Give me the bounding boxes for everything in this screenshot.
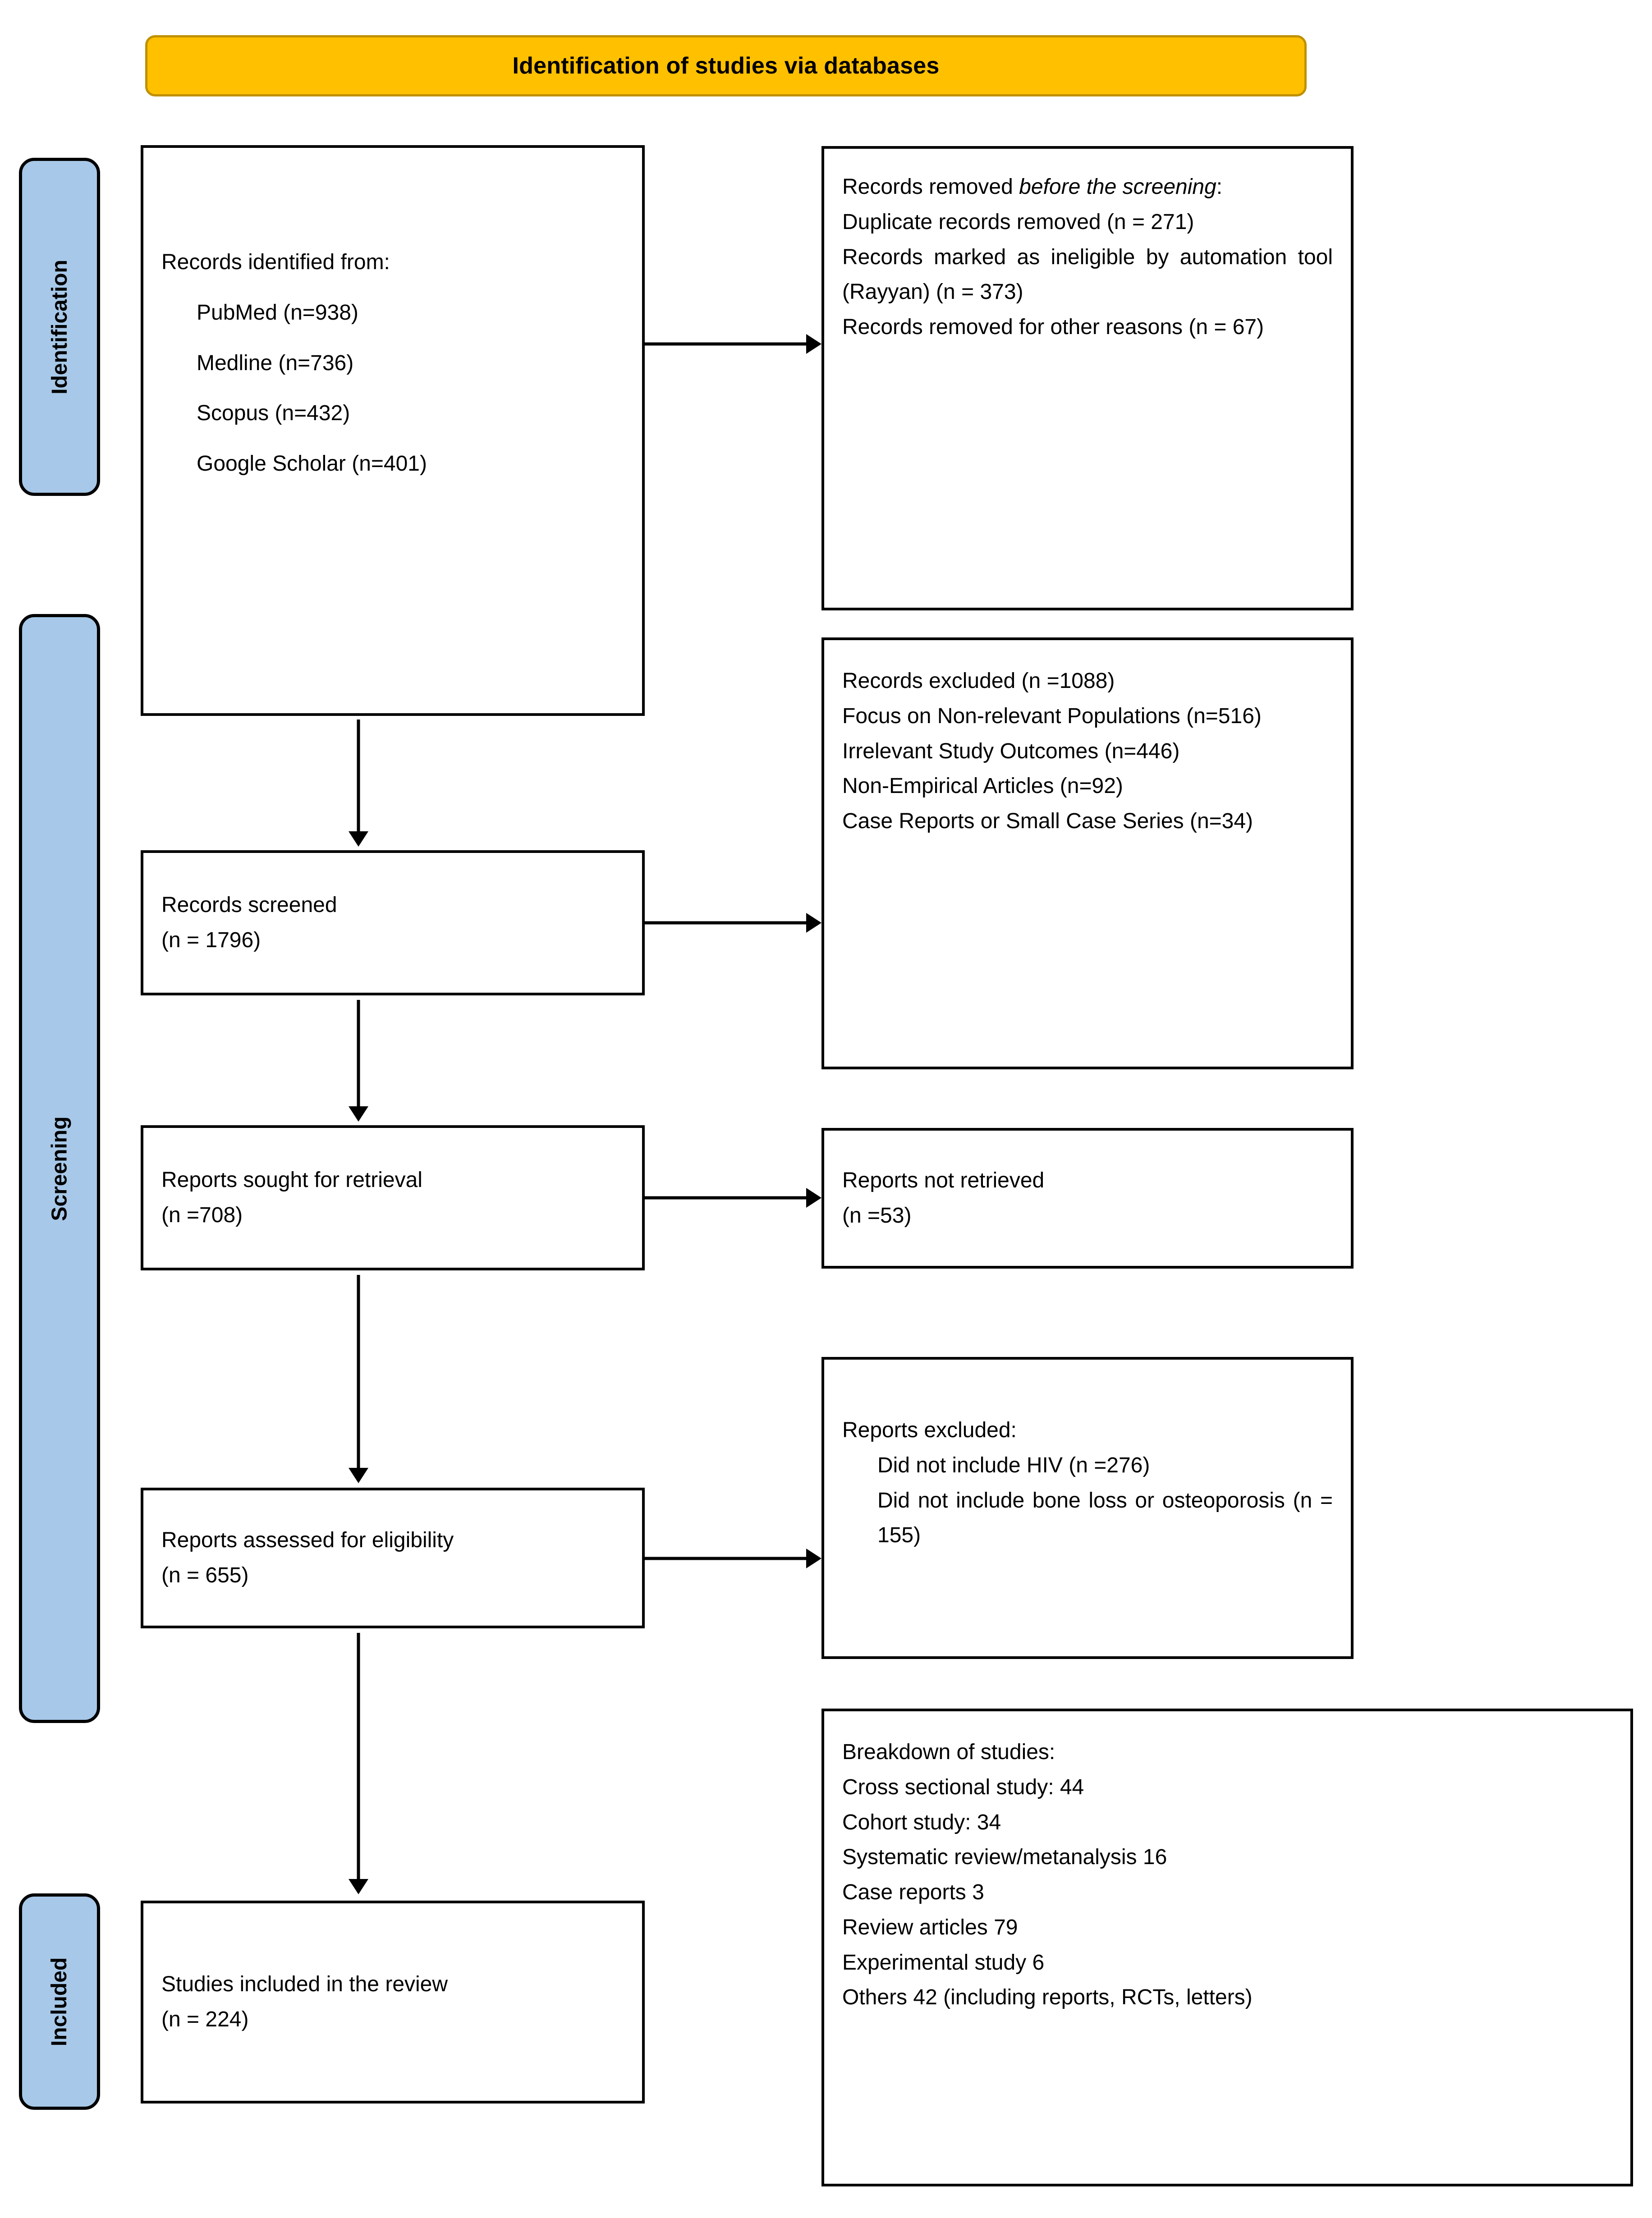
reports-not-retrieved-count: (n =53)	[842, 1204, 912, 1228]
breakdown-item-case-reports: Case reports 3	[842, 1880, 984, 1904]
stage-label-screening: Screening	[19, 614, 100, 1723]
breakdown-item-cohort: Cohort study: 34	[842, 1810, 1001, 1834]
arrow-identified-to-removed	[645, 334, 821, 354]
breakdown-item-experimental: Experimental study 6	[842, 1950, 1045, 1975]
reports-sought-label: Reports sought for retrieval	[161, 1168, 422, 1192]
records-identified-source-medline: Medline (n=736)	[197, 351, 354, 375]
records-identified-source-google-scholar: Google Scholar (n=401)	[197, 452, 427, 476]
arrow-head-right-icon	[806, 913, 821, 933]
records-removed-duplicates: Duplicate records removed (n = 271)	[842, 210, 1194, 234]
breakdown-item-systematic-review: Systematic review/metanalysis 16	[842, 1845, 1167, 1870]
arrow-shaft	[357, 1633, 360, 1879]
reports-not-retrieved-label: Reports not retrieved	[842, 1169, 1045, 1193]
arrow-head-right-icon	[806, 1549, 821, 1568]
box-reports-excluded: Reports excluded: Did not include HIV (n…	[821, 1357, 1354, 1659]
reports-excluded-reason-bone-loss: Did not include bone loss or osteoporosi…	[877, 1488, 1333, 1548]
breakdown-item-cross-sectional: Cross sectional study: 44	[842, 1775, 1084, 1799]
records-removed-other-reasons: Records removed for other reasons (n = 6…	[842, 315, 1264, 339]
arrow-shaft	[357, 1000, 360, 1106]
studies-included-label: Studies included in the review	[161, 1972, 448, 1997]
arrow-reports-sought-to-not-retrieved	[645, 1187, 821, 1208]
arrow-head-down-icon	[349, 831, 368, 847]
box-reports-assessed-for-eligibility: Reports assessed for eligibility (n = 65…	[141, 1488, 645, 1628]
records-excluded-non-empirical: Non-Empirical Articles (n=92)	[842, 774, 1123, 798]
box-records-screened: Records screened (n = 1796)	[141, 850, 645, 995]
records-screened-label: Records screened	[161, 893, 337, 917]
arrow-reports-assessed-to-studies-included	[348, 1633, 369, 1894]
reports-assessed-label: Reports assessed for eligibility	[161, 1528, 454, 1553]
box-records-identified: Records identified from: PubMed (n=938) …	[141, 145, 645, 716]
arrow-head-right-icon	[806, 334, 821, 354]
arrow-head-down-icon	[349, 1879, 368, 1894]
box-records-excluded: Records excluded (n =1088) Focus on Non-…	[821, 637, 1354, 1069]
box-breakdown-of-studies: Breakdown of studies: Cross sectional st…	[821, 1709, 1633, 2186]
box-reports-sought-for-retrieval: Reports sought for retrieval (n =708)	[141, 1125, 645, 1270]
arrow-shaft	[357, 719, 360, 831]
breakdown-heading: Breakdown of studies:	[842, 1740, 1055, 1764]
arrow-reports-assessed-to-reports-excluded	[645, 1548, 821, 1569]
arrow-shaft	[357, 1275, 360, 1468]
arrow-records-screened-to-records-excluded	[645, 912, 821, 933]
arrow-head-down-icon	[349, 1106, 368, 1122]
stage-label-identification-text: Identification	[47, 259, 72, 394]
records-removed-ineligible-automation: Records marked as ineligible by automati…	[842, 245, 1333, 304]
box-records-removed-before-screening: Records removed before the screening: Du…	[821, 146, 1354, 610]
reports-assessed-count: (n = 655)	[161, 1563, 249, 1587]
records-screened-count: (n = 1796)	[161, 928, 261, 952]
records-excluded-nonrelevant-populations: Focus on Non-relevant Populations (n=516…	[842, 704, 1262, 728]
records-removed-heading-tail: :	[1216, 175, 1223, 199]
diagram-header-banner: Identification of studies via databases	[145, 35, 1307, 96]
records-removed-heading-italic: before the screening	[1019, 175, 1216, 199]
breakdown-item-others: Others 42 (including reports, RCTs, lett…	[842, 1985, 1253, 2010]
reports-excluded-heading: Reports excluded:	[842, 1418, 1017, 1442]
box-reports-not-retrieved: Reports not retrieved (n =53)	[821, 1128, 1354, 1269]
arrow-shaft	[645, 1557, 806, 1560]
records-identified-source-pubmed: PubMed (n=938)	[197, 300, 358, 325]
arrow-reports-sought-to-reports-assessed	[348, 1275, 369, 1483]
reports-excluded-reason-hiv: Did not include HIV (n =276)	[877, 1453, 1150, 1477]
box-studies-included: Studies included in the review (n = 224)	[141, 1901, 645, 2103]
arrow-shaft	[645, 342, 806, 346]
stage-label-included: Included	[19, 1893, 100, 2110]
reports-sought-count: (n =708)	[161, 1203, 243, 1227]
banner-title: Identification of studies via databases	[512, 53, 940, 79]
records-removed-heading: Records removed before the screening:	[842, 170, 1333, 205]
stage-label-identification: Identification	[19, 158, 100, 496]
arrow-head-right-icon	[806, 1188, 821, 1208]
records-identified-heading: Records identified from:	[161, 250, 390, 274]
records-removed-heading-plain: Records removed	[842, 175, 1019, 199]
studies-included-count: (n = 224)	[161, 2007, 249, 2031]
stage-label-included-text: Included	[47, 1957, 72, 2046]
breakdown-item-review-articles: Review articles 79	[842, 1915, 1018, 1939]
records-excluded-irrelevant-outcomes: Irrelevant Study Outcomes (n=446)	[842, 739, 1180, 763]
records-excluded-total: Records excluded (n =1088)	[842, 669, 1115, 693]
stage-label-screening-text: Screening	[47, 1116, 72, 1221]
arrow-head-down-icon	[349, 1468, 368, 1483]
arrow-records-screened-to-reports-sought	[348, 1000, 369, 1122]
arrow-shaft	[645, 921, 806, 925]
records-excluded-case-reports: Case Reports or Small Case Series (n=34)	[842, 809, 1253, 833]
arrow-identified-to-records-screened	[348, 719, 369, 847]
arrow-shaft	[645, 1196, 806, 1200]
records-identified-source-scopus: Scopus (n=432)	[197, 401, 350, 426]
